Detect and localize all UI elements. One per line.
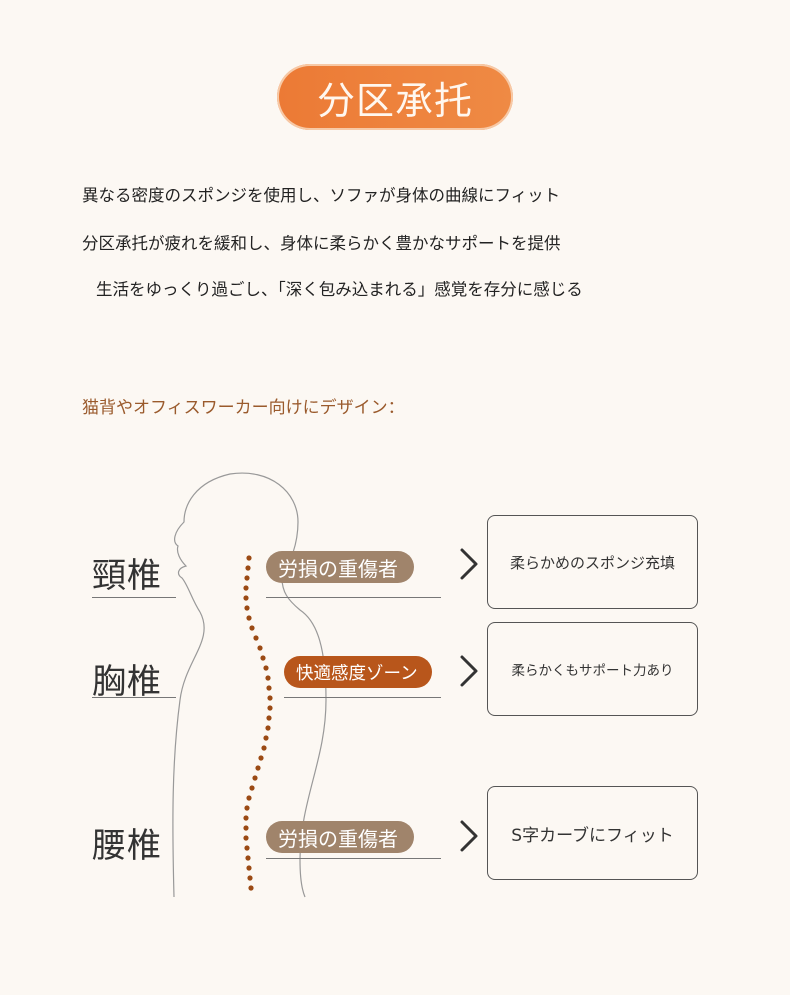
region-underline [92,697,176,698]
tag-underline [284,697,441,698]
tag-underline [266,597,441,598]
info-text-lumbar: S字カーブにフィット [511,825,674,846]
subheading: 猫背やオフィスワーカー向けにデザイン： [82,398,405,418]
info-text-thoracic: 柔らかくもサポート力あり [511,663,674,679]
region-label-thoracic: 胸椎 [92,662,162,702]
spine-dots [243,555,273,891]
tag-lumbar: 労損の重傷者 [266,821,414,853]
info-box-lumbar: S字カーブにフィット [487,786,698,880]
tag-thoracic: 快適感度ゾーン [284,656,432,688]
region-label-lumbar: 腰椎 [92,826,162,866]
tag-underline [266,858,441,859]
chevron-right-icon [460,820,478,852]
region-underline [92,597,176,598]
info-box-cervical: 柔らかめのスポンジ充填 [487,515,698,609]
description-line-2: 分区承托が疲れを緩和し、身体に柔らかく豊かなサポートを提供 [82,234,561,253]
region-label-cervical: 頸椎 [92,556,162,596]
tag-cervical: 労損の重傷者 [266,551,414,583]
chevron-right-icon [460,548,478,580]
description-line-1: 異なる密度のスポンジを使用し、ソファが身体の曲線にフィット [82,186,561,205]
title-pill: 分区承托 [277,64,513,130]
description-line-3: 生活をゆっくり過ごし、「深く包み込まれる」感覚を存分に感じる [96,280,583,299]
info-text-cervical: 柔らかめのスポンジ充填 [509,553,675,572]
info-box-thoracic: 柔らかくもサポート力あり [487,622,698,716]
page-title: 分区承托 [316,78,473,123]
chevron-right-icon [460,655,478,687]
